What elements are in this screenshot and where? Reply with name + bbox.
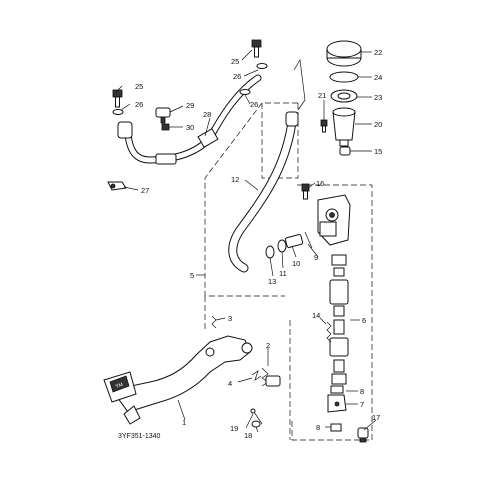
- assembly-outline: [204, 102, 373, 441]
- screw-21: [320, 119, 328, 133]
- callout-5: 5: [190, 271, 194, 280]
- callout-20: 20: [374, 120, 382, 129]
- callout-13: 13: [268, 277, 276, 286]
- callout-8-top: 8: [360, 387, 364, 396]
- nut-8: [330, 385, 344, 432]
- hose-clip-15: [339, 146, 351, 156]
- callout-27: 27: [141, 186, 149, 195]
- callout-19: 19: [230, 424, 238, 433]
- callout-25-right: 25: [231, 57, 239, 66]
- master-cylinder: [317, 194, 351, 246]
- banjo-bolt-25-right: [251, 39, 262, 58]
- callout-28: 28: [203, 110, 211, 119]
- callout-26-right-top: 26: [233, 72, 241, 81]
- washer-26-right: [239, 63, 268, 95]
- pin-9: [304, 231, 313, 249]
- callout-labels: 22 24 23 20 15 21 25 26 26 25 26 29 30 2…: [135, 48, 382, 440]
- spring-3: [211, 315, 217, 329]
- callout-30: 30: [186, 123, 194, 132]
- callout-6: 6: [362, 316, 366, 325]
- callout-23: 23: [374, 93, 382, 102]
- callout-17: 17: [372, 413, 380, 422]
- callout-21: 21: [318, 91, 326, 100]
- callout-7: 7: [360, 400, 364, 409]
- washer-18: [251, 420, 261, 428]
- hose-joint-10: [284, 234, 304, 248]
- front-brake-hose: [117, 74, 262, 165]
- spring-14: [326, 321, 332, 343]
- bolt-30: [161, 123, 170, 131]
- callout-3: 3: [228, 314, 232, 323]
- cotter-pin-19: [250, 408, 263, 425]
- leader-lines: [115, 49, 377, 433]
- callout-2: 2: [266, 341, 270, 350]
- master-cylinder-kit: [329, 254, 349, 385]
- callout-1: 1: [182, 418, 186, 427]
- callout-22: 22: [374, 48, 382, 57]
- clamp-27: [107, 181, 127, 191]
- bolt-17: [357, 427, 369, 443]
- diagram-code: 3YF351-1340: [118, 433, 161, 440]
- brake-hose: [228, 58, 306, 273]
- union-bolt-29: [155, 107, 171, 124]
- pedal-stamp: YM: [115, 382, 124, 390]
- callout-26-right-bottom: 26: [250, 100, 258, 109]
- callout-24: 24: [374, 73, 382, 82]
- washer-26-left: [112, 109, 124, 115]
- brake-pedal: YM: [103, 335, 253, 425]
- callout-4: 4: [228, 379, 232, 388]
- callout-18: 18: [244, 431, 252, 440]
- spring-4: [251, 370, 262, 381]
- callout-10: 10: [292, 259, 300, 268]
- callout-9: 9: [314, 253, 318, 262]
- bolt-16: [301, 183, 310, 200]
- banjo-bolt-25-left: [112, 89, 123, 108]
- circlip-13: [265, 245, 275, 259]
- callout-11: 11: [279, 269, 287, 278]
- callout-26-left: 26: [135, 100, 143, 109]
- reservoir-cap-22: [326, 40, 362, 67]
- callout-29: 29: [186, 101, 194, 110]
- callout-14: 14: [312, 311, 320, 320]
- callout-15: 15: [374, 147, 382, 156]
- spring-2: [261, 367, 281, 387]
- callout-12: 12: [231, 175, 239, 184]
- diaphragm-23: [330, 89, 358, 103]
- clevis-7: [327, 394, 347, 413]
- callout-25-left: 25: [135, 82, 143, 91]
- callout-8-bottom: 8: [316, 423, 320, 432]
- callout-16: 16: [316, 179, 324, 188]
- cap-plate-24: [329, 71, 359, 83]
- reservoir-tank-20: [332, 107, 356, 147]
- oring-11: [277, 239, 287, 253]
